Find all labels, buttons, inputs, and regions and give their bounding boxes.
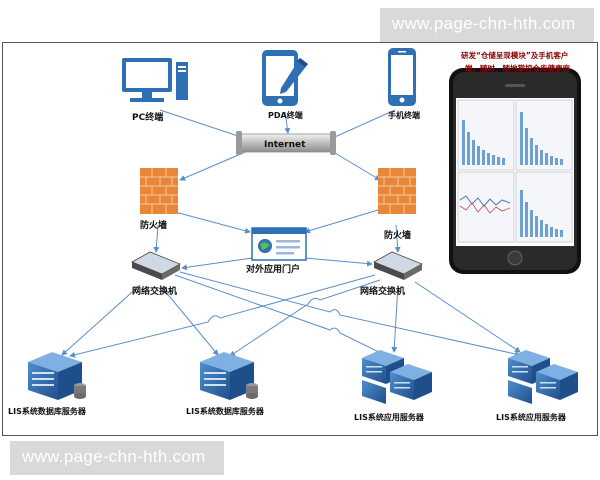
- db-server-2-icon: [200, 352, 258, 400]
- pc-terminal-icon: [122, 58, 188, 102]
- phone-screen-charts: [457, 99, 573, 243]
- firewall-left-icon: [140, 168, 178, 214]
- link-fw-right-switch: [394, 224, 401, 253]
- link-internet-fw-right: [329, 149, 381, 181]
- portal-label: 对外应用门户: [246, 263, 300, 275]
- link-pc-internet: [159, 109, 251, 142]
- pda-terminal-icon: [262, 50, 308, 106]
- link-portal-switch-right: [304, 257, 373, 267]
- link-portal-switch-left: [181, 257, 253, 271]
- phone-caption-line2: 端，随时、随地掌控仓库健康度: [465, 63, 570, 73]
- phone-mockup: [449, 68, 581, 274]
- app-server-1-icon: [362, 350, 432, 404]
- internet-cloud-icon: [236, 131, 336, 155]
- phone-caption-line1: 研发“仓储呈现模块”及手机客户: [461, 50, 568, 60]
- db-server-2-label: LIS系统数据库服务器: [186, 406, 265, 416]
- firewall-left-label: 防火墙: [140, 219, 167, 231]
- pda-terminal-label: PDA终端: [268, 110, 303, 120]
- app-server-1-label: LIS系统应用服务器: [354, 412, 425, 422]
- watermark-top: www.page-chn-hth.com: [380, 8, 594, 42]
- firewall-right-icon: [378, 168, 416, 214]
- watermark-bottom: www.page-chn-hth.com: [10, 441, 224, 475]
- firewall-right-label: 防火墙: [384, 229, 411, 241]
- internet-label: Internet: [264, 140, 306, 150]
- app-server-2-label: LIS系统应用服务器: [496, 412, 567, 422]
- switch-left-label: 网络交换机: [132, 285, 177, 297]
- link-fw-left-switch: [153, 224, 160, 253]
- mobile-terminal-label: 手机终端: [388, 110, 420, 120]
- connection-lines: [61, 109, 521, 358]
- switch-right-icon: [373, 251, 423, 280]
- mobile-terminal-icon: [388, 48, 416, 106]
- db-server-1-icon: [28, 352, 86, 400]
- link-fw-right-portal: [304, 209, 379, 234]
- link-pda-internet: [284, 111, 291, 134]
- portal-browser-icon: [251, 227, 307, 261]
- switch-left-icon: [131, 251, 181, 280]
- pc-terminal-label: PC终端: [132, 111, 163, 123]
- switch-right-label: 网络交换机: [360, 285, 405, 297]
- link-mobile-internet: [327, 109, 396, 141]
- link-fw-left-portal: [174, 211, 251, 234]
- db-server-1-label: LIS系统数据库服务器: [8, 406, 87, 416]
- app-server-2-icon: [508, 350, 578, 404]
